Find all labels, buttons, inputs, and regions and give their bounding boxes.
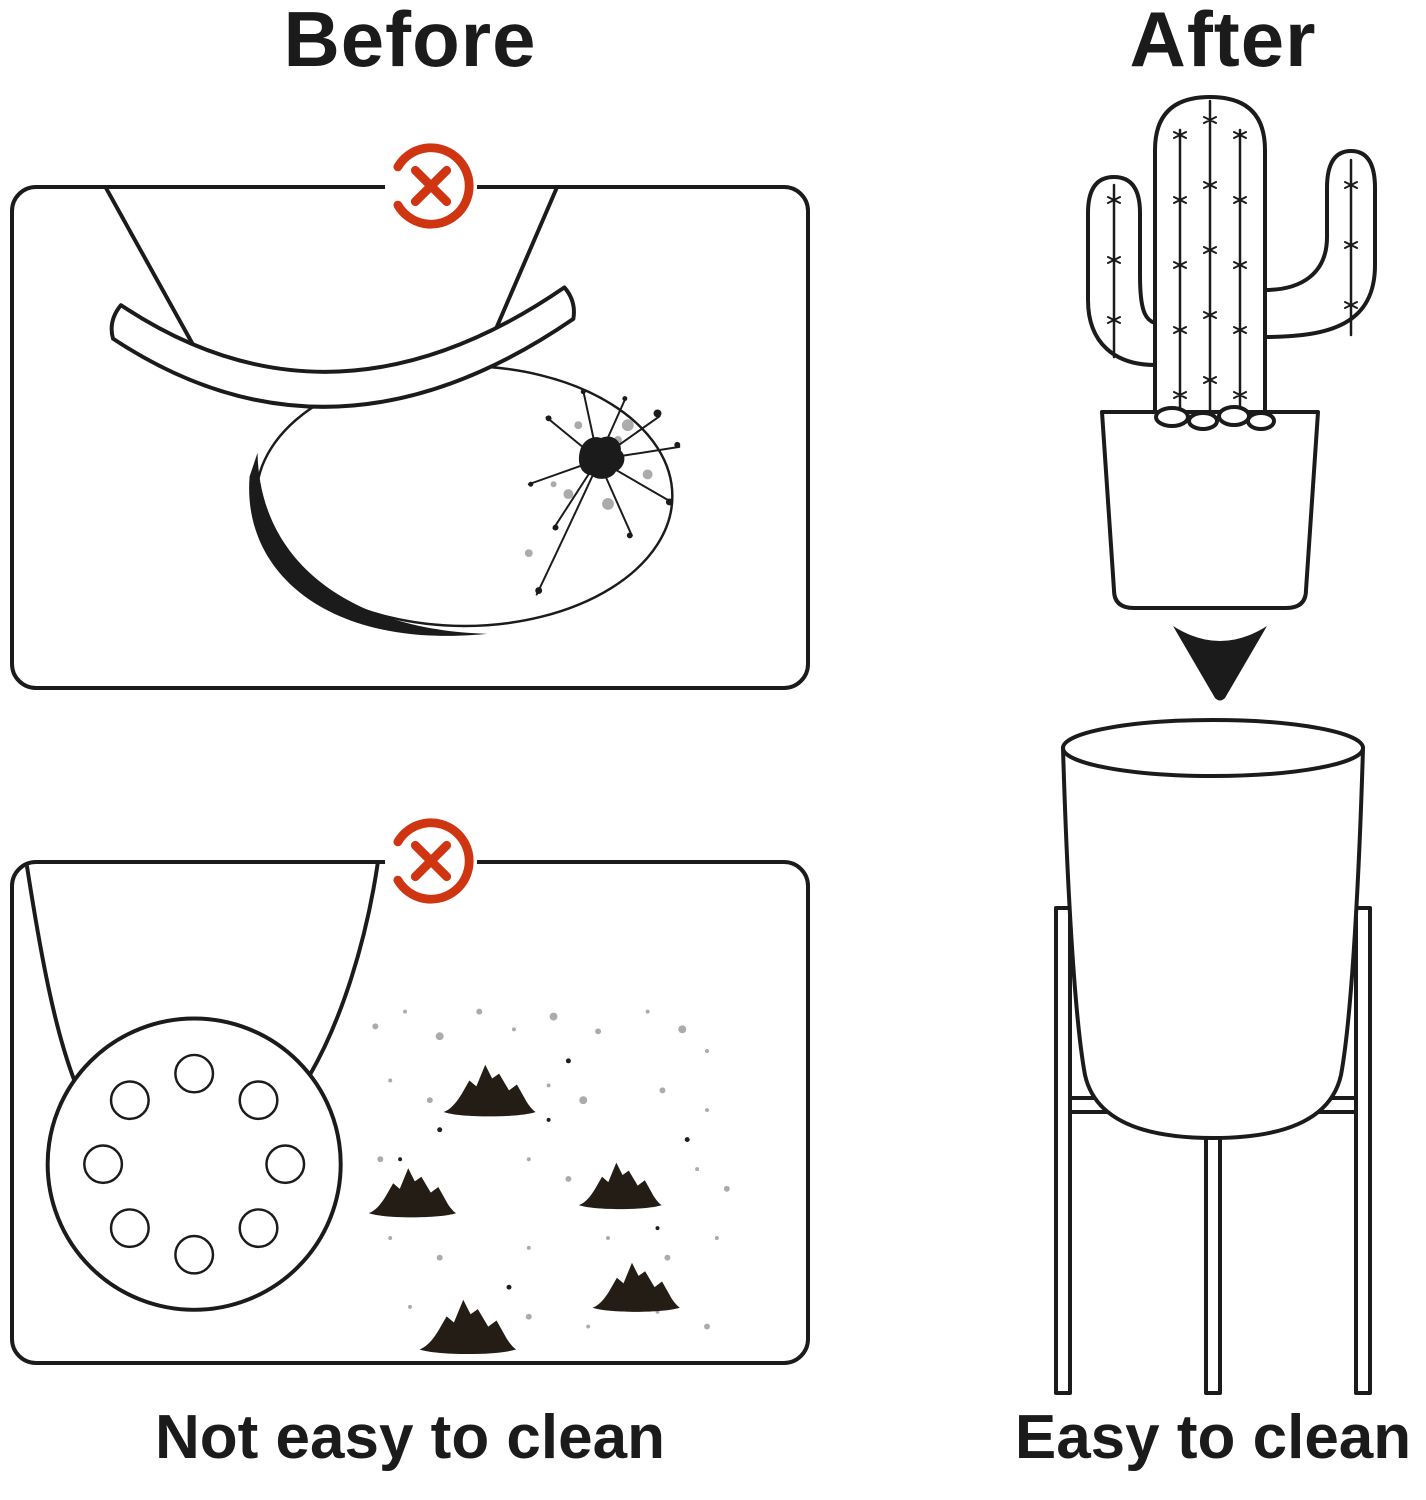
- stand-center-leg: [1204, 1103, 1222, 1395]
- before-title: Before: [283, 0, 537, 83]
- after-title: After: [1129, 0, 1317, 83]
- dirt-piles: [368, 1064, 680, 1355]
- dirt-fine-dots: [398, 1058, 690, 1290]
- pot-wall-left: [24, 864, 77, 1083]
- stand-right-leg: [1354, 906, 1372, 1395]
- dirt-speckles: [372, 1008, 730, 1330]
- before-panel-drainage: [10, 860, 810, 1365]
- down-arrow-icon: [1173, 626, 1267, 701]
- splatter-blob: [578, 436, 625, 479]
- pot-drainage-dirt-drawing: [24, 864, 730, 1355]
- cactus-ridge-lines: [1112, 99, 1353, 419]
- saucer-shadow: [249, 452, 488, 636]
- saucer-rim-band: [109, 285, 576, 409]
- cactus-in-pot-drawing: [1086, 95, 1377, 610]
- prohibited-icon: [384, 814, 478, 908]
- stain-splatter: [524, 389, 681, 596]
- before-panel-stain: [10, 185, 810, 690]
- planter-pot-body: [1061, 746, 1365, 1140]
- planter-on-stand-drawing: [1054, 718, 1372, 1395]
- cactus-spines: [1107, 116, 1358, 399]
- pot-bottom-disc: [45, 1016, 343, 1312]
- pot-wall-right: [308, 864, 380, 1077]
- before-caption: Not easy to clean: [155, 1403, 665, 1472]
- cactus-arm-left: [1086, 175, 1157, 367]
- prohibited-icon: [384, 139, 478, 233]
- after-caption: Easy to clean: [1014, 1403, 1412, 1472]
- drainage-holes: [83, 1053, 306, 1275]
- planter-pot-rim: [1061, 718, 1365, 778]
- square-pot: [1100, 410, 1320, 610]
- pot-saucer-stain-drawing: [104, 189, 681, 636]
- splatter-rays: [527, 389, 681, 596]
- stand-left-leg: [1054, 906, 1072, 1395]
- pebbles: [1154, 405, 1276, 431]
- cactus-arm-right: [1263, 149, 1377, 339]
